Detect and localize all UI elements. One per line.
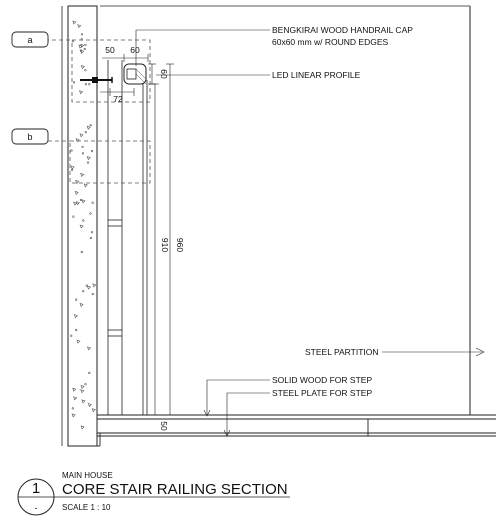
callout-steel-partition: STEEL PARTITION [305,347,379,357]
detail-tag-b-label: b [27,132,32,142]
stair-step [97,414,496,447]
concrete-wall [61,5,98,447]
detail-tag-a-label: a [27,35,32,45]
dim-top-width-1: 50 [105,45,115,55]
callout-handrail-cap: BENGKIRAI WOOD HANDRAIL CAP [272,25,413,35]
callout-handrail-cap-spec: 60x60 mm w/ ROUND EDGES [272,37,389,47]
dim-base: 50 [159,421,169,431]
detail-b-box [48,140,151,184]
dim-offset: 72 [113,94,123,104]
handrail-cap [123,63,147,85]
callout-steel-plate-step: STEEL PLATE FOR STEP [272,388,372,398]
top-dimensions [100,54,156,96]
detail-a-box [45,39,151,103]
detail-tag-a: a [11,31,49,48]
leader-lines [135,29,485,437]
title-block: 1 - MAIN HOUSE CORE STAIR RAILING SECTIO… [17,471,290,516]
dim-height-960: 960 [175,238,185,252]
detail-tag-b: b [11,128,49,145]
title-scale: SCALE 1 : 10 [62,503,111,512]
dim-top-width-2: 60 [130,45,140,55]
title-number: 1 [32,480,40,497]
balustrade-panel [96,22,148,446]
callout-led-profile: LED LINEAR PROFILE [272,70,361,80]
title-sub-number: - [35,503,38,513]
callout-solid-wood-step: SOLID WOOD FOR STEP [272,375,372,385]
dim-height-910: 910 [160,238,170,252]
anchor-bolt [80,77,113,83]
concrete-hatch [70,20,97,430]
title-project: MAIN HOUSE [62,471,113,480]
title-main: CORE STAIR RAILING SECTION [62,481,288,498]
dim-cap-height: 60 [159,69,169,79]
